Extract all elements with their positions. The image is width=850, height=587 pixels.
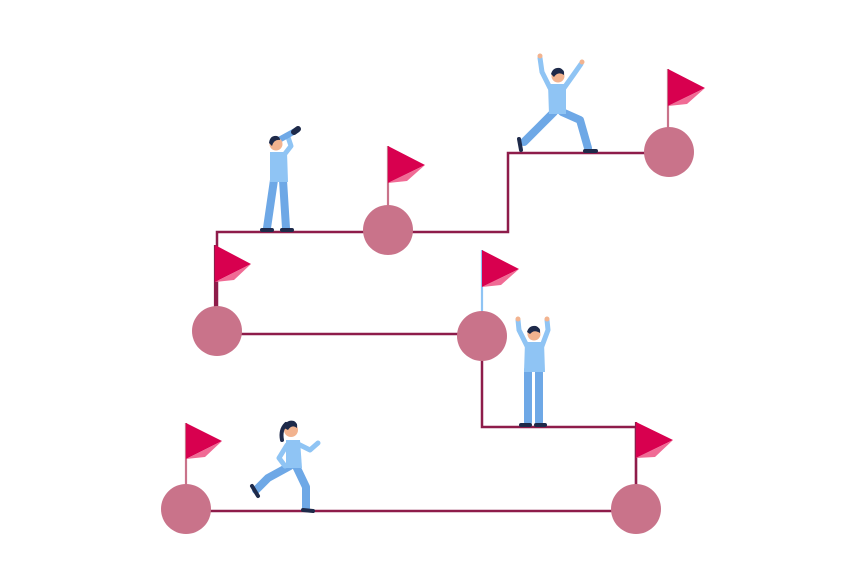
milestone-start <box>161 484 211 534</box>
flags <box>184 69 705 490</box>
flag-icon <box>184 423 222 490</box>
path-lines <box>186 151 670 513</box>
person-victory-icon <box>517 53 598 153</box>
milestone-nodes <box>161 127 694 534</box>
person-telescope-icon <box>260 126 301 232</box>
flag-icon <box>480 250 519 312</box>
person-running-icon <box>250 420 321 513</box>
milestone-upper-middle <box>363 205 413 255</box>
flag-icon <box>386 146 425 208</box>
person-cheering-icon <box>515 316 551 427</box>
flag-icon <box>634 422 673 490</box>
milestone-mid-right <box>457 311 507 361</box>
flag-icon <box>213 245 251 310</box>
milestone-end-bottom <box>611 484 661 534</box>
path-step-right <box>480 334 638 511</box>
milestone-top-right <box>644 127 694 177</box>
flag-icon <box>666 69 705 130</box>
milestone-mid-left <box>192 306 242 356</box>
